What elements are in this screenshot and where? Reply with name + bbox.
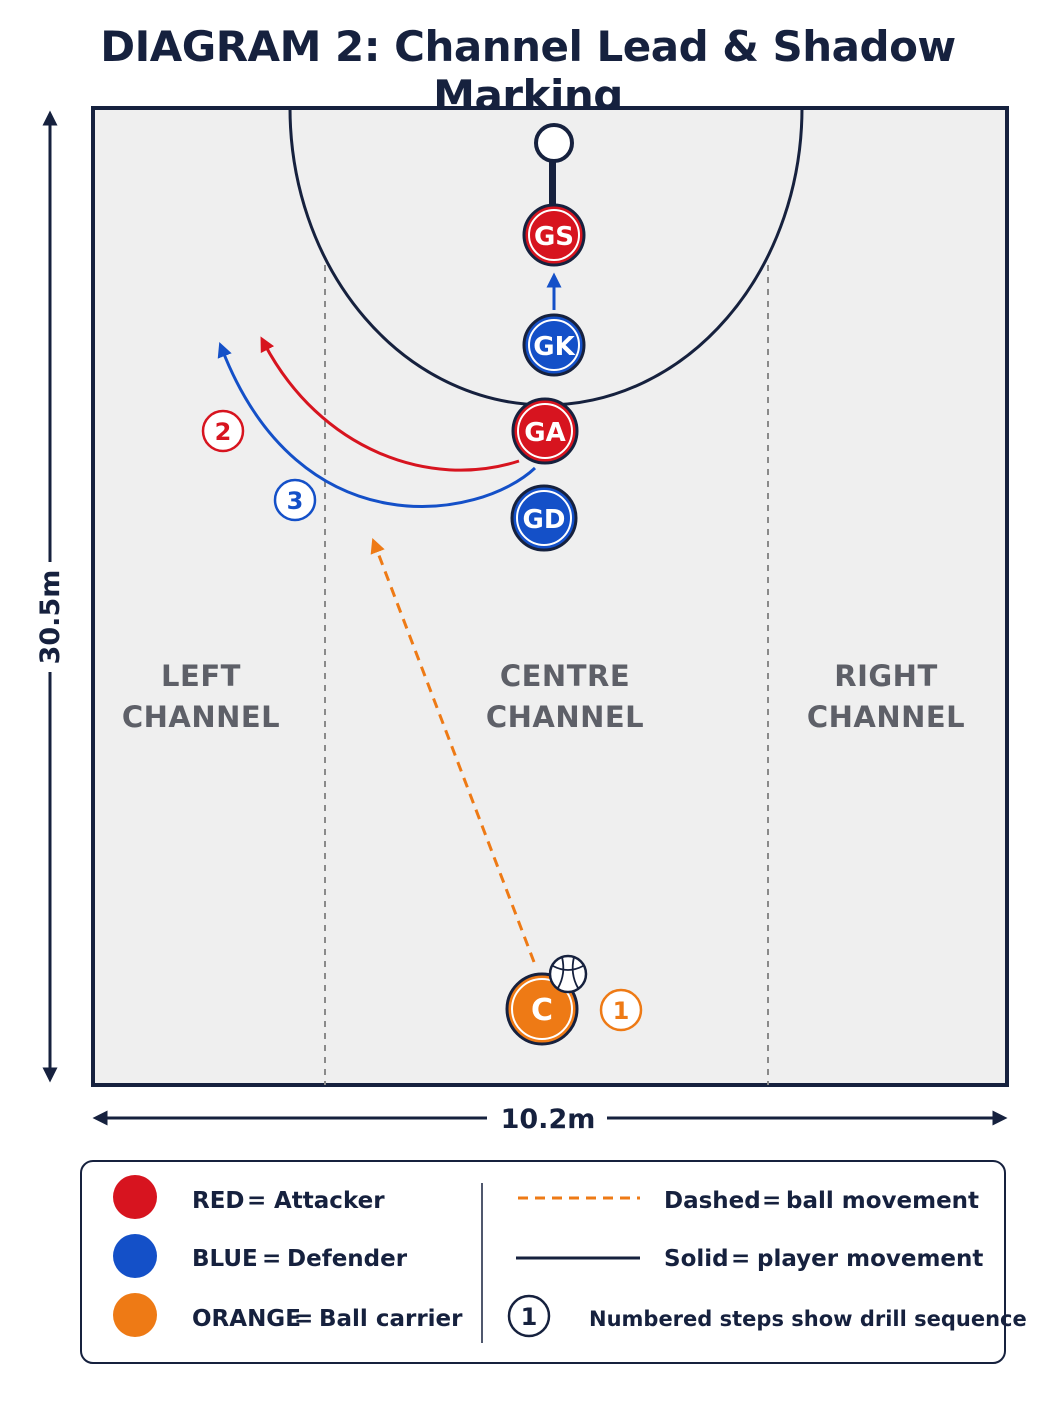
legend-orange-value: Ball carrier bbox=[319, 1306, 463, 1332]
step-marker-2: 2 bbox=[201, 409, 245, 453]
player-gs: GS bbox=[522, 203, 586, 267]
legend-swatch-blue bbox=[113, 1234, 157, 1278]
length-dimension-label: 30.5m bbox=[35, 570, 66, 665]
legend-step-symbol-label: 1 bbox=[521, 1303, 538, 1331]
player-c: C bbox=[505, 972, 579, 1046]
player-gk-label: GK bbox=[533, 332, 575, 362]
legend-red-key: RED bbox=[192, 1188, 245, 1214]
legend-dashed-eq: = bbox=[762, 1188, 781, 1214]
legend-blue-key: BLUE bbox=[192, 1246, 258, 1272]
legend-dashed-value: ball movement bbox=[786, 1188, 979, 1214]
player-gs-label: GS bbox=[534, 222, 574, 252]
zone-label-right-line2: CHANNEL bbox=[807, 700, 965, 734]
legend-item-red: RED = Attacker bbox=[113, 1175, 385, 1219]
legend-item-solid: Solid = player movement bbox=[516, 1246, 983, 1272]
zone-label-centre-line1: CENTRE bbox=[500, 659, 630, 693]
legend-item-blue: BLUE = Defender bbox=[113, 1234, 408, 1278]
zone-label-left-line2: CHANNEL bbox=[122, 700, 280, 734]
legend-swatch-red bbox=[113, 1175, 157, 1219]
legend-solid-value: player movement bbox=[757, 1246, 983, 1272]
gd-shadow-path bbox=[217, 342, 537, 508]
legend-item-dashed: Dashed = ball movement bbox=[518, 1188, 979, 1214]
ga-lead-path bbox=[260, 336, 520, 472]
width-dimension-label: 10.2m bbox=[501, 1104, 596, 1135]
legend-box bbox=[80, 1160, 1006, 1364]
legend-red-eq: = bbox=[247, 1188, 266, 1214]
zone-label-right-line1: RIGHT bbox=[834, 659, 937, 693]
step-marker-3-label: 3 bbox=[287, 487, 304, 515]
legend-blue-eq: = bbox=[262, 1246, 281, 1272]
legend-step-symbol bbox=[507, 1294, 551, 1338]
legend-item-numbered: 1 Numbered steps show drill sequence bbox=[507, 1294, 1027, 1338]
legend-orange-eq: = bbox=[294, 1306, 313, 1332]
legend-solid-eq: = bbox=[731, 1246, 750, 1272]
player-gd: GD bbox=[510, 484, 578, 552]
step-marker-1-label: 1 bbox=[613, 997, 630, 1025]
ball-pass-path bbox=[370, 537, 536, 963]
legend-red-value: Attacker bbox=[274, 1188, 385, 1214]
player-c-label: C bbox=[531, 993, 553, 1028]
player-ga: GA bbox=[511, 397, 579, 465]
goal-post bbox=[549, 159, 556, 215]
netball-icon bbox=[548, 954, 588, 994]
legend-numbered-text: Numbered steps show drill sequence bbox=[589, 1307, 1027, 1331]
step-marker-3: 3 bbox=[273, 478, 317, 522]
player-gk: GK bbox=[522, 313, 586, 377]
legend-dashed-key: Dashed bbox=[664, 1188, 761, 1214]
goal-ring bbox=[534, 123, 574, 163]
court-surface bbox=[91, 106, 1009, 1087]
legend-swatch-orange bbox=[113, 1293, 157, 1337]
legend-item-orange: ORANGE = Ball carrier bbox=[113, 1293, 463, 1337]
legend-orange-key: ORANGE bbox=[192, 1306, 301, 1332]
player-ga-label: GA bbox=[524, 418, 565, 448]
legend-solid-key: Solid bbox=[664, 1246, 729, 1272]
step-marker-1: 1 bbox=[599, 988, 643, 1032]
diagram-title: DIAGRAM 2: Channel Lead & Shadow Marking bbox=[100, 22, 956, 120]
step-marker-2-label: 2 bbox=[215, 418, 232, 446]
zone-label-left-line1: LEFT bbox=[161, 659, 241, 693]
legend-blue-value: Defender bbox=[287, 1246, 408, 1272]
player-gd-label: GD bbox=[523, 505, 566, 535]
zone-label-centre-line2: CHANNEL bbox=[486, 700, 644, 734]
